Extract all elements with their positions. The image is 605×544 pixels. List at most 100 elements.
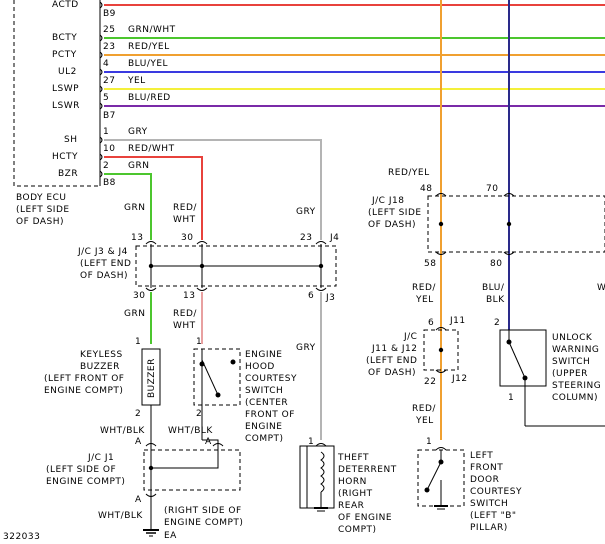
svg-text:BLK: BLK	[486, 295, 505, 305]
buzzer-body-text: BUZZER	[147, 358, 157, 398]
keyless-buzzer: BUZZER 1 2 KEYLESS BUZZER (LEFT FRONT OF…	[44, 337, 161, 419]
ecu-pin-pcty: PCTY	[52, 50, 77, 60]
svg-text:J/C J3 & J4: J/C J3 & J4	[77, 247, 128, 257]
wire-label-grn-below-j3: GRN	[124, 309, 145, 319]
cut-off-label: W	[597, 283, 605, 293]
svg-text:ENGINE: ENGINE	[245, 350, 282, 360]
svg-text:(LEFT SIDE OF: (LEFT SIDE OF	[46, 465, 116, 475]
svg-text:YEL: YEL	[415, 416, 434, 426]
svg-text:SWITCH: SWITCH	[470, 499, 508, 509]
svg-text:1: 1	[426, 437, 432, 447]
svg-text:A: A	[135, 437, 142, 447]
svg-text:PILLAR): PILLAR)	[470, 523, 508, 533]
svg-text:(LEFT END: (LEFT END	[80, 259, 131, 269]
svg-text:KEYLESS: KEYLESS	[80, 350, 123, 360]
svg-text:(LEFT FRONT OF: (LEFT FRONT OF	[44, 374, 124, 384]
svg-text:J4: J4	[329, 233, 339, 243]
wire-label-red-yel-top: RED/YEL	[388, 168, 430, 178]
figure-id: 322033	[3, 532, 40, 542]
ground-ea: WHT/BLK (RIGHT SIDE OF ENGINE COMPT) EA	[98, 494, 243, 541]
svg-text:2: 2	[103, 161, 109, 171]
wire-label-gry: GRY	[128, 127, 148, 137]
svg-text:J3: J3	[325, 293, 335, 303]
ground-code-ea: EA	[164, 531, 177, 541]
svg-text:6: 6	[428, 318, 434, 328]
svg-text:ENGINE COMPT): ENGINE COMPT)	[44, 386, 123, 396]
svg-text:(LEFT SIDE: (LEFT SIDE	[16, 205, 70, 215]
svg-text:2: 2	[196, 409, 202, 419]
ecu-wires	[104, 4, 605, 240]
ecu-pin-arcs	[99, 1, 103, 178]
wire-label-gry-above-j4: GRY	[296, 207, 316, 217]
svg-text:WHT/BLK: WHT/BLK	[98, 511, 143, 521]
svg-text:OF DASH): OF DASH)	[80, 271, 128, 281]
wire-label-yel: YEL	[127, 76, 146, 86]
svg-text:WHT: WHT	[173, 321, 196, 331]
svg-text:WHT: WHT	[173, 215, 196, 225]
svg-text:ENGINE: ENGINE	[245, 422, 282, 432]
svg-text:A: A	[135, 495, 142, 505]
wire-label-red-yel: RED/YEL	[128, 42, 170, 52]
connector-b8: B8	[103, 178, 116, 188]
ecu-pin-actd: ACTD	[52, 0, 79, 10]
svg-text:13: 13	[131, 233, 143, 243]
svg-text:J11 & J12: J11 & J12	[371, 344, 417, 354]
svg-text:OF DASH): OF DASH)	[16, 217, 64, 227]
svg-text:1: 1	[196, 337, 202, 347]
svg-text:5: 5	[103, 93, 109, 103]
svg-text:1: 1	[508, 393, 514, 403]
svg-text:(CENTER: (CENTER	[245, 398, 288, 408]
wire-label-red-wht: RED/WHT	[128, 144, 175, 154]
svg-text:48: 48	[420, 184, 432, 194]
svg-text:2: 2	[494, 318, 500, 328]
svg-text:LEFT: LEFT	[470, 451, 493, 461]
svg-text:RED/: RED/	[412, 283, 436, 293]
ecu-pin-sh: SH	[64, 135, 77, 145]
svg-text:(RIGHT: (RIGHT	[338, 489, 373, 499]
svg-text:J/C J1: J/C J1	[87, 453, 114, 463]
svg-text:COMPT): COMPT)	[338, 525, 377, 535]
ecu-wire-labels: 25 GRN/WHT 23 RED/YEL 4 BLU/YEL 27 YEL 5…	[103, 25, 175, 171]
svg-text:25: 25	[103, 25, 115, 35]
svg-text:30: 30	[133, 291, 145, 301]
svg-text:58: 58	[424, 259, 436, 269]
junction-j18: RED/YEL 48 70 J/C J18 (LEFT SIDE OF DASH…	[368, 168, 605, 269]
wire-label-grn-above-j4: GRN	[124, 203, 145, 213]
svg-text:YEL: YEL	[415, 295, 434, 305]
svg-text:SWITCH: SWITCH	[552, 357, 590, 367]
svg-text:OF DASH): OF DASH)	[368, 220, 416, 230]
svg-text:BUZZER: BUZZER	[80, 362, 120, 372]
svg-text:RED/: RED/	[412, 404, 436, 414]
svg-text:RED/: RED/	[173, 203, 197, 213]
svg-text:ENGINE COMPT): ENGINE COMPT)	[164, 518, 243, 528]
svg-text:COMPT): COMPT)	[245, 434, 284, 444]
svg-text:J12: J12	[451, 374, 468, 384]
svg-text:(LEFT SIDE: (LEFT SIDE	[368, 208, 422, 218]
connector-b9: B9	[103, 9, 116, 19]
svg-text:80: 80	[490, 259, 502, 269]
svg-text:HOOD: HOOD	[245, 362, 275, 372]
svg-text:SWITCH: SWITCH	[245, 386, 283, 396]
wire-label-blu-red: BLU/RED	[128, 93, 171, 103]
svg-text:HORN: HORN	[338, 477, 367, 487]
left-front-door-courtesy-switch: 1 LEFT FRONT DOOR COURTESY SWITCH (LEFT …	[417, 437, 521, 533]
svg-text:UNLOCK: UNLOCK	[552, 333, 593, 343]
svg-text:REAR: REAR	[338, 501, 364, 511]
wire-label-grn: GRN	[128, 161, 149, 171]
svg-text:COLUMN): COLUMN)	[552, 393, 598, 403]
svg-text:2: 2	[135, 409, 141, 419]
svg-text:WHT/BLK: WHT/BLK	[100, 426, 145, 436]
svg-text:1: 1	[103, 127, 109, 137]
svg-text:10: 10	[103, 144, 115, 154]
svg-text:DOOR: DOOR	[470, 475, 499, 485]
body-ecu: ACTD BCTY PCTY UL2 LSWP LSWR SH HCTY BZR…	[13, 0, 116, 227]
right-vertical-wires	[440, 0, 510, 440]
junction-j3-j4: J/C J3 & J4 (LEFT END OF DASH) 13 30 23 …	[77, 233, 339, 303]
svg-text:23: 23	[103, 42, 115, 52]
svg-text:BLU/: BLU/	[482, 283, 505, 293]
svg-text:DETERRENT: DETERRENT	[338, 465, 397, 475]
svg-text:RED/: RED/	[173, 309, 197, 319]
junction-j1: A A A J/C J1 (LEFT SIDE OF ENGINE COMPT)	[46, 437, 241, 505]
svg-text:6: 6	[308, 291, 314, 301]
